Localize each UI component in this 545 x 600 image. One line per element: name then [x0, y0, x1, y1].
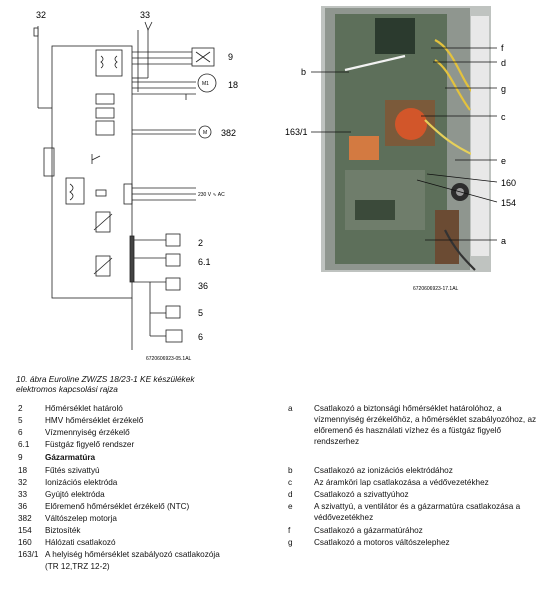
label-5: 5 [198, 308, 203, 318]
legend-num: c [288, 478, 293, 487]
wiring-schematic: 32 33 9 M1 18 M 382 230 V ∿ AC 2 6.1 36 … [33, 10, 238, 362]
schematic-code: 6720606923-05.1AL [146, 356, 192, 362]
legend-text: Csatlakozó az ionizációs elektródához [314, 466, 453, 475]
caption-line-1: 10. ábra Euroline ZW/ZS 18/23-1 KE készü… [16, 374, 195, 384]
legend-text: Biztosíték [45, 526, 81, 535]
label-6-1: 6.1 [198, 257, 211, 267]
legend-num: 32 [18, 478, 28, 487]
legend-text: A szivattyú, a ventilátor és a gázarmatú… [314, 502, 521, 522]
legend-text: Csatlakozó a gázarmatúrához [314, 526, 423, 535]
legend-num: 9 [18, 453, 23, 462]
photo-label-g: g [501, 84, 506, 94]
board-photo: b 163/1 f d g c e 160 154 a 6720606923-1… [285, 6, 516, 292]
label-18: 18 [228, 80, 238, 90]
legend-text: Csatlakozó a szivattyúhoz [314, 490, 409, 499]
label-6: 6 [198, 332, 203, 342]
photo-label-e: e [501, 156, 506, 166]
legend-text: Gyújtó elektróda [45, 490, 105, 499]
legend-text: Váltószelep motorja [45, 514, 117, 523]
photo-label-c: c [501, 112, 506, 122]
photo-label-d: d [501, 58, 506, 68]
label-voltage: 230 V ∿ AC [198, 192, 225, 198]
legend-num: 154 [18, 526, 32, 535]
legend-text: Előremenő hőmérséklet érzékelő (NTC) [45, 502, 190, 511]
legend-num: 5 [18, 416, 23, 425]
label-33: 33 [140, 10, 150, 20]
legend-left: 2 Hőmérséklet határoló 5 HMV hőmérséklet… [18, 403, 288, 598]
label-9: 9 [228, 52, 233, 62]
legend-text: Az áramköri lap csatlakozása a védővezet… [314, 478, 489, 487]
legend-num: e [288, 502, 293, 511]
photo-code: 6720606923-17.1AL [413, 286, 459, 292]
label-382: 382 [221, 128, 236, 138]
legend-text: Csatlakozó a motoros váltószelephez [314, 538, 450, 547]
legend-text: HMV hőmérséklet érzékelő [45, 416, 144, 425]
label-36: 36 [198, 281, 208, 291]
photo-label-160: 160 [501, 178, 516, 188]
legend-num: 2 [18, 404, 23, 413]
label-m: M [203, 130, 207, 136]
legend-text: Csatlakozó a biztonsági hőmérséklet hatá… [314, 404, 537, 446]
legend-text: Ionizációs elektróda [45, 478, 118, 487]
legend-num: g [288, 538, 293, 547]
legend-num: 36 [18, 502, 28, 511]
photo-label-b: b [301, 67, 306, 77]
label-32: 32 [36, 10, 46, 20]
legend-num: 18 [18, 466, 28, 475]
legend-num: 382 [18, 514, 32, 523]
photo-label-154: 154 [501, 198, 516, 208]
legend-num: b [288, 466, 293, 475]
legend-num: d [288, 490, 293, 499]
legend-num: a [288, 404, 293, 413]
legend-text: Vízmennyiség érzékelő [45, 428, 130, 437]
legend-text: Fűtés szivattyú [45, 466, 100, 475]
legend-text: Hőmérséklet határoló [45, 404, 123, 413]
photo-label-a: a [501, 236, 506, 246]
caption-line-2: elektromos kapcsolási rajza [16, 384, 118, 394]
photo-label-163-1: 163/1 [285, 127, 308, 137]
legend-num: 160 [18, 538, 32, 547]
legend-text: Gázarmatúra [45, 453, 96, 462]
legend-right: a Csatlakozó a biztonsági hőmérséklet ha… [288, 403, 538, 598]
legend-text: A helyiség hőmérséklet szabályozó csatla… [45, 550, 220, 559]
legend-text: Hálózati csatlakozó [45, 538, 116, 547]
legend-num: 33 [18, 490, 28, 499]
legend-num: 163/1 [18, 550, 39, 559]
legend-text: (TR 12,TRZ 12-2) [45, 562, 110, 571]
legend-text: Füstgáz figyelő rendszer [45, 440, 135, 449]
label-2: 2 [198, 238, 203, 248]
legend-num: 6.1 [18, 440, 30, 449]
label-m1: M1 [202, 81, 209, 87]
legend-num: f [288, 526, 291, 535]
figure-caption: 10. ábra Euroline ZW/ZS 18/23-1 KE készü… [16, 374, 296, 394]
legend-num: 6 [18, 428, 23, 437]
photo-label-f: f [501, 43, 504, 53]
